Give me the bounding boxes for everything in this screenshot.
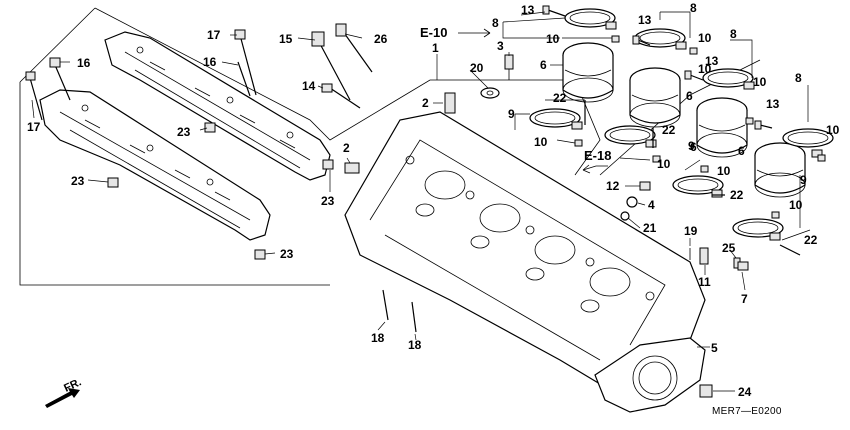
clamp-upper-4 (782, 128, 834, 158)
clamp-upper-2 (634, 28, 687, 50)
callout-23-b[interactable]: 23 (321, 194, 335, 208)
callout-10-a[interactable]: 10 (546, 32, 560, 46)
callout-8-a[interactable]: 8 (492, 16, 499, 30)
callout-23-c[interactable]: 23 (71, 174, 85, 188)
callout-8-b[interactable]: 8 (690, 1, 697, 15)
callout-6-b[interactable]: 6 (686, 89, 693, 103)
callout-10-h[interactable]: 10 (717, 164, 731, 178)
clamp-lower-3 (672, 175, 724, 198)
insulator-2 (629, 67, 681, 128)
leader-lines (31, 11, 811, 392)
callout-8-c[interactable]: 8 (730, 27, 737, 41)
head-gasket (594, 337, 706, 413)
callout-17-a[interactable]: 17 (207, 28, 221, 42)
callout-6-a[interactable]: 6 (540, 58, 547, 72)
callout-22-d[interactable]: 22 (804, 233, 818, 247)
clamp-lower-2 (604, 125, 657, 148)
diagram-code: MER7—E0200 (712, 406, 782, 417)
callout-7[interactable]: 7 (741, 292, 748, 306)
callout-10-e[interactable]: 10 (826, 123, 840, 137)
callout-8-d[interactable]: 8 (795, 71, 802, 85)
callout-13-b[interactable]: 13 (638, 13, 652, 27)
clamp-lower-4 (732, 218, 784, 241)
callout-16-b[interactable]: 16 (203, 55, 217, 69)
cross-references: E-10 E-18 (420, 25, 611, 174)
callout-15[interactable]: 15 (279, 32, 293, 46)
callout-10-f[interactable]: 10 (534, 135, 548, 149)
callout-13-c[interactable]: 13 (705, 54, 719, 68)
callout-23-d[interactable]: 23 (280, 247, 294, 261)
callout-2-lower[interactable]: 2 (343, 141, 350, 155)
clamp-lower-1 (529, 108, 583, 130)
insulator-3 (696, 97, 748, 158)
callout-3[interactable]: 3 (497, 39, 504, 53)
callout-18-b[interactable]: 18 (408, 338, 422, 352)
callout-23-a[interactable]: 23 (177, 125, 191, 139)
callout-22-c[interactable]: 22 (730, 188, 744, 202)
callout-18-a[interactable]: 18 (371, 331, 385, 345)
callout-13-a[interactable]: 13 (521, 3, 535, 17)
callout-10-i[interactable]: 10 (789, 198, 803, 212)
callout-labels: 1 2 2 3 4 5 6 6 6 6 7 8 8 8 8 9 9 9 10 1… (27, 1, 840, 399)
callout-1[interactable]: 1 (432, 41, 439, 55)
callout-19[interactable]: 19 (684, 224, 698, 238)
callout-6-d[interactable]: 6 (738, 144, 745, 158)
ref-e10[interactable]: E-10 (420, 25, 447, 40)
callout-16-a[interactable]: 16 (77, 56, 91, 70)
callout-22-a[interactable]: 22 (553, 91, 567, 105)
callout-17-b[interactable]: 17 (27, 120, 41, 134)
callout-2-upper[interactable]: 2 (422, 96, 429, 110)
clamp-upper-1 (564, 8, 617, 30)
callout-21[interactable]: 21 (643, 221, 657, 235)
callout-10-c[interactable]: 10 (753, 75, 767, 89)
clamp-upper-3 (702, 68, 755, 90)
ref-e18[interactable]: E-18 (584, 148, 611, 163)
callout-22-b[interactable]: 22 (662, 123, 676, 137)
callout-26[interactable]: 26 (374, 32, 388, 46)
callout-24[interactable]: 24 (738, 385, 752, 399)
callout-9-a[interactable]: 9 (508, 107, 515, 121)
callout-25[interactable]: 25 (722, 241, 736, 255)
callout-4[interactable]: 4 (648, 198, 655, 212)
callout-5[interactable]: 5 (711, 341, 718, 355)
callout-9-b[interactable]: 9 (688, 139, 695, 153)
callout-10-g[interactable]: 10 (657, 157, 671, 171)
front-arrow (45, 388, 80, 408)
callout-14[interactable]: 14 (302, 79, 316, 93)
callout-10-b[interactable]: 10 (698, 31, 712, 45)
callout-10-d[interactable]: 10 (698, 62, 712, 76)
insulator-1 (562, 42, 614, 103)
callout-9-c[interactable]: 9 (800, 173, 807, 187)
callout-6-c[interactable]: 6 (690, 140, 697, 154)
cylinder-head-cover-right (104, 31, 331, 181)
cylinder-head-cover-left (39, 89, 271, 241)
insulator-4 (754, 142, 806, 198)
callout-12[interactable]: 12 (606, 179, 620, 193)
callout-11[interactable]: 11 (698, 275, 711, 289)
callout-20[interactable]: 20 (470, 61, 484, 75)
callout-13-d[interactable]: 13 (766, 97, 780, 111)
front-label: FR. (62, 376, 83, 394)
